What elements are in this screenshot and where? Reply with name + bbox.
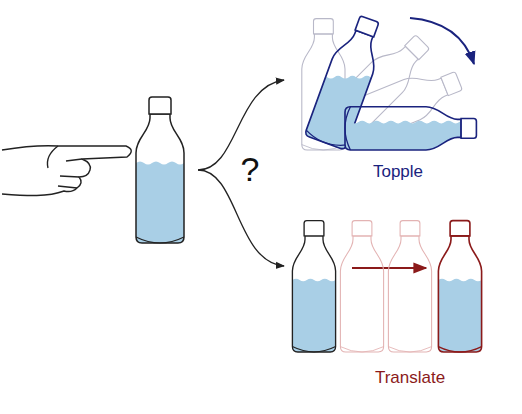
bottle	[340, 221, 383, 352]
bottle	[388, 221, 431, 352]
water	[352, 279, 522, 414]
outcome-label: Topple	[373, 163, 423, 182]
bottle	[352, 221, 522, 414]
outcome-label: Translate	[375, 369, 445, 388]
water	[206, 279, 422, 414]
bottle	[40, 97, 280, 388]
question-mark: ?	[241, 151, 260, 188]
water	[234, 76, 450, 276]
bottle	[287, 107, 503, 309]
pointing-hand	[2, 146, 131, 196]
water	[40, 162, 280, 389]
